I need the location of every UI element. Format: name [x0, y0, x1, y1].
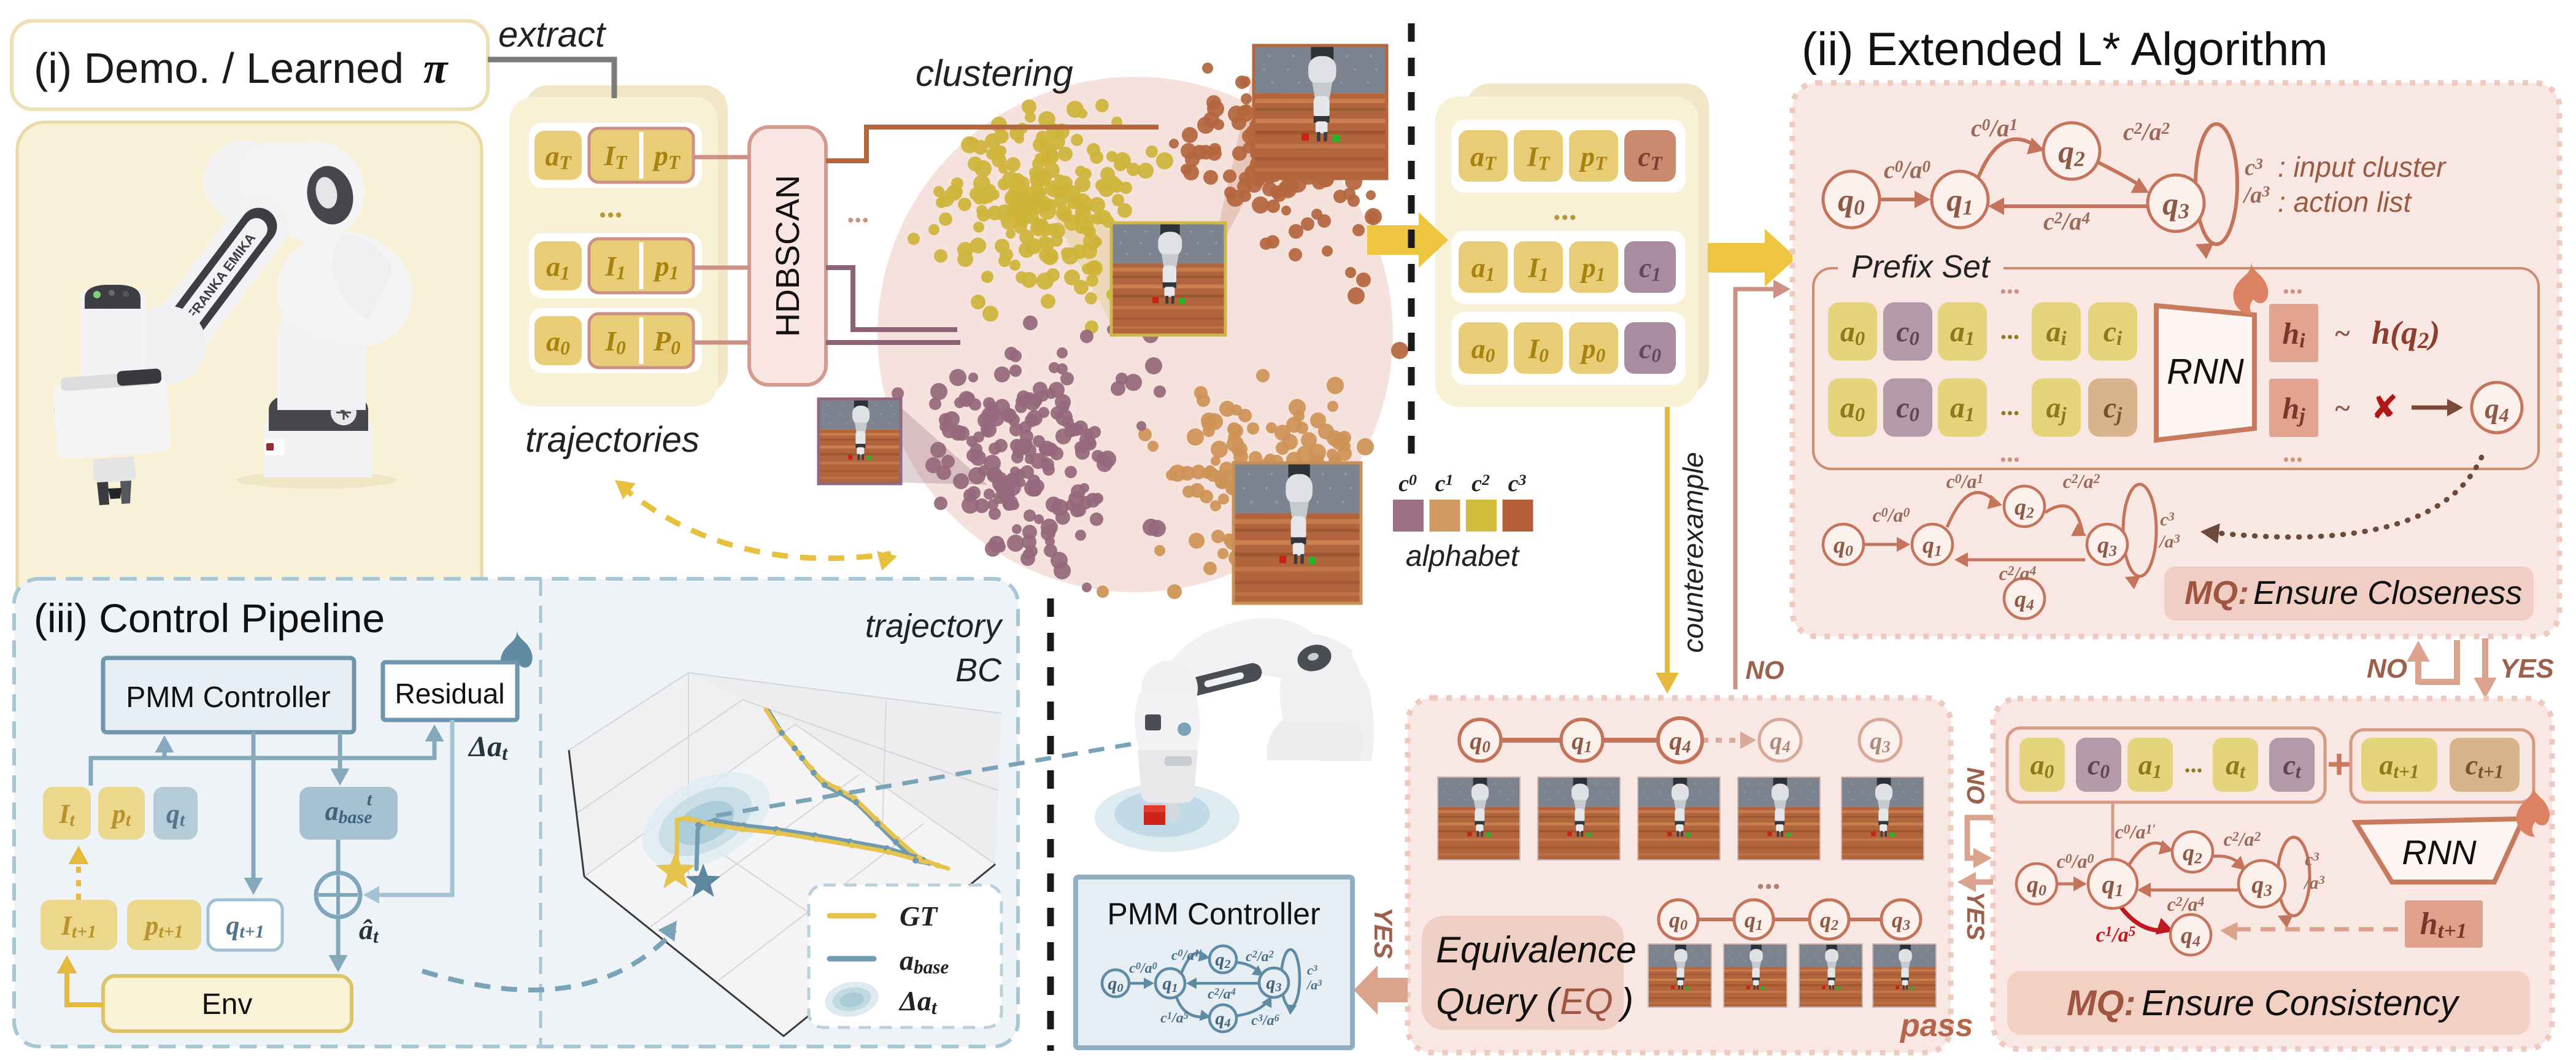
svg-text:It+1: It+1: [61, 910, 96, 942]
svg-text:...: ...: [2001, 269, 2021, 300]
svg-text:(ii) Extended L* Algorithm: (ii) Extended L* Algorithm: [1802, 23, 2328, 75]
svg-text:c0/a1′: c0/a1′: [2115, 821, 2156, 843]
svg-text:t: t: [367, 789, 373, 810]
svg-text:q2: q2: [2015, 495, 2034, 522]
svg-text:c1: c1: [1435, 471, 1454, 497]
svg-text:...: ...: [2001, 317, 2021, 345]
svg-text:YES: YES: [1962, 891, 1989, 940]
svg-text:c0: c0: [1639, 333, 1661, 366]
svg-text:hj: hj: [2282, 391, 2305, 427]
svg-text:Ensure Consistency: Ensure Consistency: [2142, 983, 2460, 1023]
svg-text:counterexample: counterexample: [1677, 452, 1709, 652]
svg-text:trajectory: trajectory: [865, 608, 1003, 644]
svg-text:π: π: [423, 44, 449, 93]
svg-text:a1: a1: [546, 251, 570, 284]
svg-text:Query (: Query (: [1436, 981, 1562, 1022]
svg-text:Ensure Closeness: Ensure Closeness: [2253, 574, 2522, 611]
svg-text:~: ~: [2334, 392, 2350, 424]
svg-text:YES: YES: [2500, 654, 2554, 684]
svg-text:YES: YES: [1369, 907, 1398, 959]
svg-text:q3: q3: [1870, 727, 1891, 756]
svg-text:c3: c3: [2245, 155, 2263, 180]
svg-text:...: ...: [1758, 861, 1782, 896]
svg-text:alphabet: alphabet: [1406, 540, 1520, 573]
svg-text:GT: GT: [900, 900, 938, 932]
svg-text:✘: ✘: [2370, 389, 2398, 426]
svg-text:NO: NO: [1746, 656, 1784, 684]
svg-text:p1: p1: [653, 250, 679, 284]
svg-text:: input cluster: : input cluster: [2278, 151, 2447, 183]
svg-text:: action list: : action list: [2278, 186, 2413, 218]
svg-text:h(q2): h(q2): [2372, 314, 2440, 353]
svg-text:(iii) Control Pipeline: (iii) Control Pipeline: [34, 595, 385, 641]
svg-text:...: ...: [1554, 192, 1578, 227]
svg-text:clustering: clustering: [916, 53, 1073, 94]
svg-text:c2/a4: c2/a4: [1208, 986, 1236, 1002]
svg-text:c2/a2: c2/a2: [2224, 828, 2261, 850]
svg-text:q0: q0: [2027, 872, 2046, 899]
svg-text:a1: a1: [1471, 252, 1495, 285]
svg-text:Prefix Set: Prefix Set: [1851, 249, 1991, 285]
svg-text:NO: NO: [1962, 767, 1989, 804]
svg-text:a1: a1: [2138, 749, 2162, 783]
svg-text:(i) Demo. / Learned: (i) Demo. / Learned: [34, 44, 404, 92]
svg-text:...: ...: [2001, 393, 2021, 421]
svg-text:q3: q3: [2251, 870, 2272, 899]
svg-text:q1: q1: [1922, 533, 1942, 560]
svg-text:c2/a2: c2/a2: [2063, 470, 2100, 492]
svg-text:c0/a1′: c0/a1′: [1171, 947, 1202, 964]
svg-text:PMM Controller: PMM Controller: [1107, 897, 1320, 931]
svg-text:q2: q2: [2058, 135, 2085, 171]
svg-text:...: ...: [600, 190, 624, 225]
svg-text:p1: p1: [1579, 252, 1606, 285]
svg-text:c2/a2: c2/a2: [1246, 948, 1274, 965]
svg-text:NO: NO: [2367, 654, 2407, 684]
svg-text:...: ...: [2284, 438, 2304, 468]
svg-text:Δat: Δat: [898, 985, 938, 1018]
svg-text:Residual: Residual: [395, 678, 505, 710]
svg-text:PMM Controller: PMM Controller: [126, 681, 330, 714]
svg-text:pass: pass: [1899, 1008, 1973, 1043]
svg-text:Env: Env: [202, 988, 253, 1021]
svg-text:~: ~: [2334, 317, 2350, 349]
svg-text:extract: extract: [498, 15, 607, 55]
svg-text:+: +: [2327, 741, 2351, 787]
svg-text:...: ...: [848, 196, 870, 229]
svg-text:q0: q0: [1838, 184, 1865, 220]
svg-text:BC: BC: [955, 652, 1002, 689]
svg-text:q0: q0: [1470, 727, 1490, 756]
svg-text:RNN: RNN: [2167, 352, 2244, 392]
svg-text:c3/a6: c3/a6: [1251, 1012, 1279, 1029]
svg-text:RNN: RNN: [2402, 833, 2477, 872]
svg-text:c2/a4: c2/a4: [1999, 562, 2037, 584]
svg-text:Equivalence: Equivalence: [1436, 929, 1637, 970]
svg-text:c2/a4: c2/a4: [2167, 893, 2205, 915]
svg-text:...: ...: [2185, 750, 2204, 778]
svg-text:EQ: EQ: [1560, 981, 1613, 1022]
svg-text:...: ...: [2001, 438, 2021, 468]
svg-text:Δat: Δat: [468, 730, 508, 765]
svg-text:trajectories: trajectories: [525, 420, 700, 460]
svg-text:q0: q0: [1669, 908, 1687, 934]
svg-text:MQ:: MQ:: [2185, 574, 2249, 611]
svg-text:...: ...: [2284, 269, 2304, 300]
svg-text:MQ:: MQ:: [2067, 983, 2136, 1023]
svg-text:HDBSCAN: HDBSCAN: [769, 175, 806, 337]
